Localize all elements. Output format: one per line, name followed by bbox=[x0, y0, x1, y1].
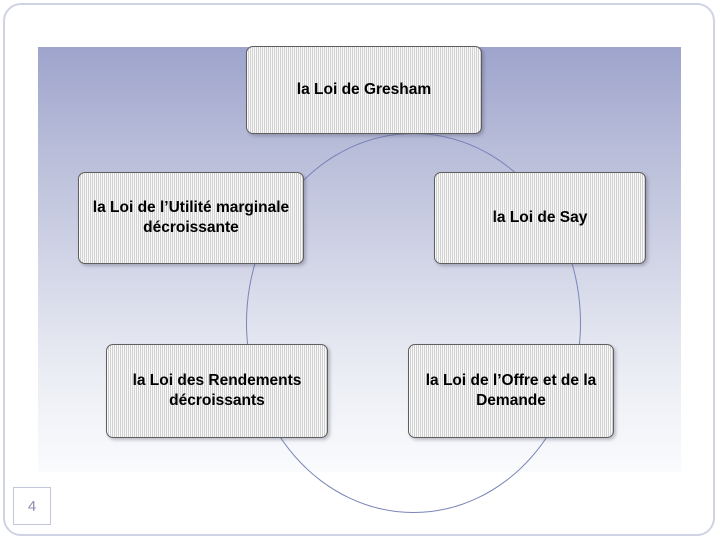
diagram-node-offre[interactable]: la Loi de l’Offre et de la Demande bbox=[408, 344, 614, 438]
diagram-node-gresham-label: la Loi de Gresham bbox=[296, 80, 432, 98]
diagram-node-gresham[interactable]: la Loi de Gresham bbox=[246, 46, 482, 134]
diagram-node-say[interactable]: la Loi de Say bbox=[434, 172, 646, 264]
diagram-node-utilite-label: la Loi de l’Utilité marginale décroissan… bbox=[92, 198, 290, 236]
diagram-node-offre-label: la Loi de l’Offre et de la Demande bbox=[425, 371, 597, 409]
diagram-node-utilite[interactable]: la Loi de l’Utilité marginale décroissan… bbox=[78, 172, 304, 264]
diagram-node-rendements-label: la Loi des Rendements décroissants bbox=[132, 371, 302, 409]
diagram-node-rendements[interactable]: la Loi des Rendements décroissants bbox=[106, 344, 328, 438]
diagram-node-say-label: la Loi de Say bbox=[492, 208, 588, 226]
slide-number-text: 4 bbox=[27, 497, 37, 515]
slide-number-badge: 4 bbox=[13, 487, 51, 525]
